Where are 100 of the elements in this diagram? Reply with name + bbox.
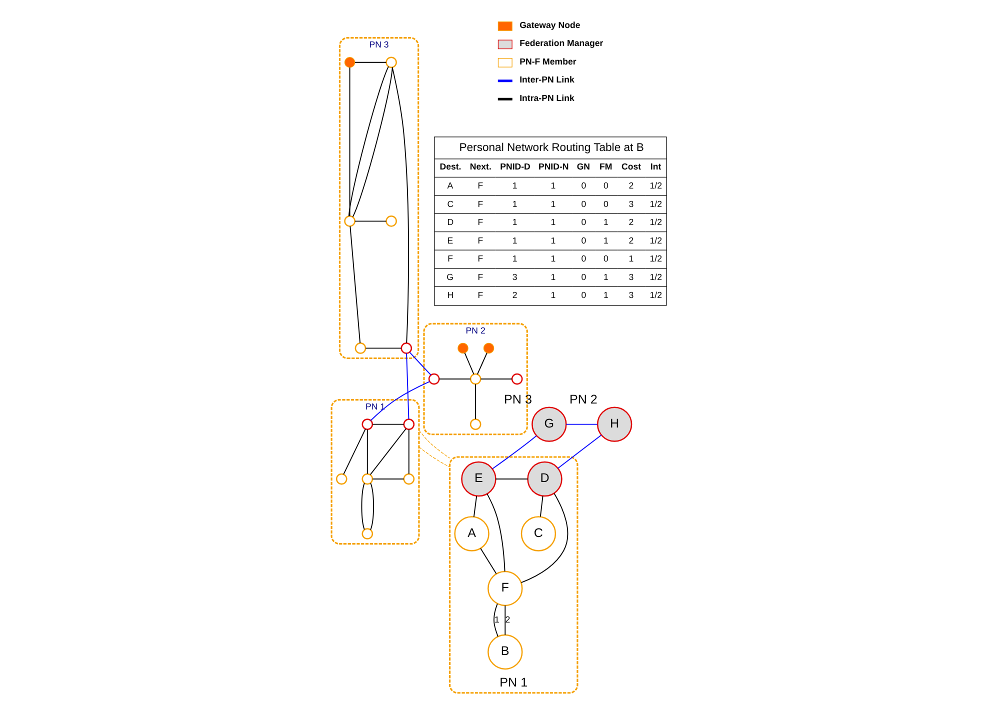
cluster: PN 3 (338, 37, 419, 360)
label: 1 (550, 217, 556, 228)
connector (366, 429, 368, 474)
label: FM (598, 162, 612, 172)
node-circle (361, 528, 373, 540)
label: D (446, 217, 454, 228)
node-circle (402, 418, 414, 430)
label: G (446, 272, 453, 282)
label: Personal Network Routing Table at B (458, 142, 644, 154)
connector (391, 66, 409, 344)
label: 1/2 (649, 290, 662, 300)
label: 0 (603, 198, 608, 209)
legend-label: PN-F Member (519, 56, 576, 66)
legend-label: Inter-PN Link (519, 74, 574, 85)
node-circle (344, 216, 355, 227)
label: 1 (550, 198, 556, 209)
node-circle (385, 56, 396, 68)
node-circle (402, 473, 414, 485)
node-circle: E (460, 461, 496, 497)
label: 1/2 (649, 180, 662, 191)
connector (492, 435, 536, 470)
connector (354, 62, 386, 63)
connector (472, 496, 477, 518)
label: 0 (603, 180, 608, 191)
label: 1 (603, 235, 608, 246)
label: 2 (628, 180, 634, 191)
node-circle: B (487, 634, 522, 670)
label: 1 (603, 290, 608, 300)
connector (480, 378, 512, 380)
label: 0 (580, 235, 586, 246)
connector (370, 482, 374, 530)
label: PNID-N (538, 162, 568, 172)
label: F (477, 235, 483, 246)
node-circle (469, 418, 481, 430)
connector (418, 446, 450, 468)
label: C (446, 198, 454, 209)
label: 0 (580, 198, 586, 209)
connector (539, 496, 543, 518)
cluster: PN 1 (330, 399, 420, 545)
label: 0 (603, 254, 608, 264)
label: F (477, 290, 483, 300)
label: 1 (628, 254, 634, 264)
label: 1 (550, 290, 556, 300)
connector (476, 352, 487, 375)
label: 1 (550, 272, 556, 282)
label: F (477, 217, 483, 228)
connector (342, 428, 366, 475)
legend-label: Federation Manager (519, 38, 603, 48)
label: 3 (628, 198, 634, 209)
label: F (477, 272, 483, 282)
node-circle (335, 473, 347, 485)
label: 1/2 (649, 235, 662, 246)
node-circle (469, 373, 481, 385)
label: 0 (580, 180, 586, 191)
node-circle: D (526, 461, 562, 497)
legend-label: Intra-PN Link (519, 92, 574, 103)
legend-label: Gateway Node (519, 20, 580, 30)
node-circle (457, 342, 468, 354)
connector (372, 478, 404, 480)
label: 1 (512, 254, 517, 264)
connector (504, 604, 506, 636)
label: F (447, 254, 452, 264)
connector (369, 428, 406, 476)
connector (349, 226, 360, 344)
connector (370, 381, 430, 421)
edge-label: 2 (504, 614, 510, 625)
label: 1 (550, 235, 556, 246)
label: 1/2 (649, 198, 662, 209)
label: A (446, 180, 453, 191)
label: F (477, 180, 483, 191)
connector (372, 424, 404, 425)
label: GN (576, 162, 590, 172)
label: F (477, 254, 483, 264)
connector (557, 434, 602, 469)
connector (360, 482, 364, 530)
connector (565, 424, 598, 425)
label: 1/2 (649, 272, 662, 282)
label: Cost (620, 162, 641, 172)
label: 3 (628, 290, 634, 300)
node-circle: C (520, 516, 556, 552)
connector (364, 348, 402, 349)
label: Next. (469, 162, 491, 172)
connector (408, 352, 431, 376)
node-circle: G (531, 406, 566, 442)
connector (520, 493, 568, 584)
label: 0 (580, 254, 586, 264)
label: 3 (512, 272, 517, 282)
label: E (446, 235, 453, 246)
label: 0 (580, 272, 586, 282)
node-circle (344, 57, 355, 68)
label: 1/2 (649, 217, 662, 228)
node-circle (400, 342, 412, 354)
edge-label: 1 (494, 614, 499, 625)
connector (408, 429, 409, 474)
connector (464, 352, 474, 375)
connector (348, 67, 350, 216)
connector (474, 384, 476, 420)
connector (493, 603, 498, 638)
label: 0 (580, 290, 586, 300)
label: 1 (512, 180, 517, 191)
